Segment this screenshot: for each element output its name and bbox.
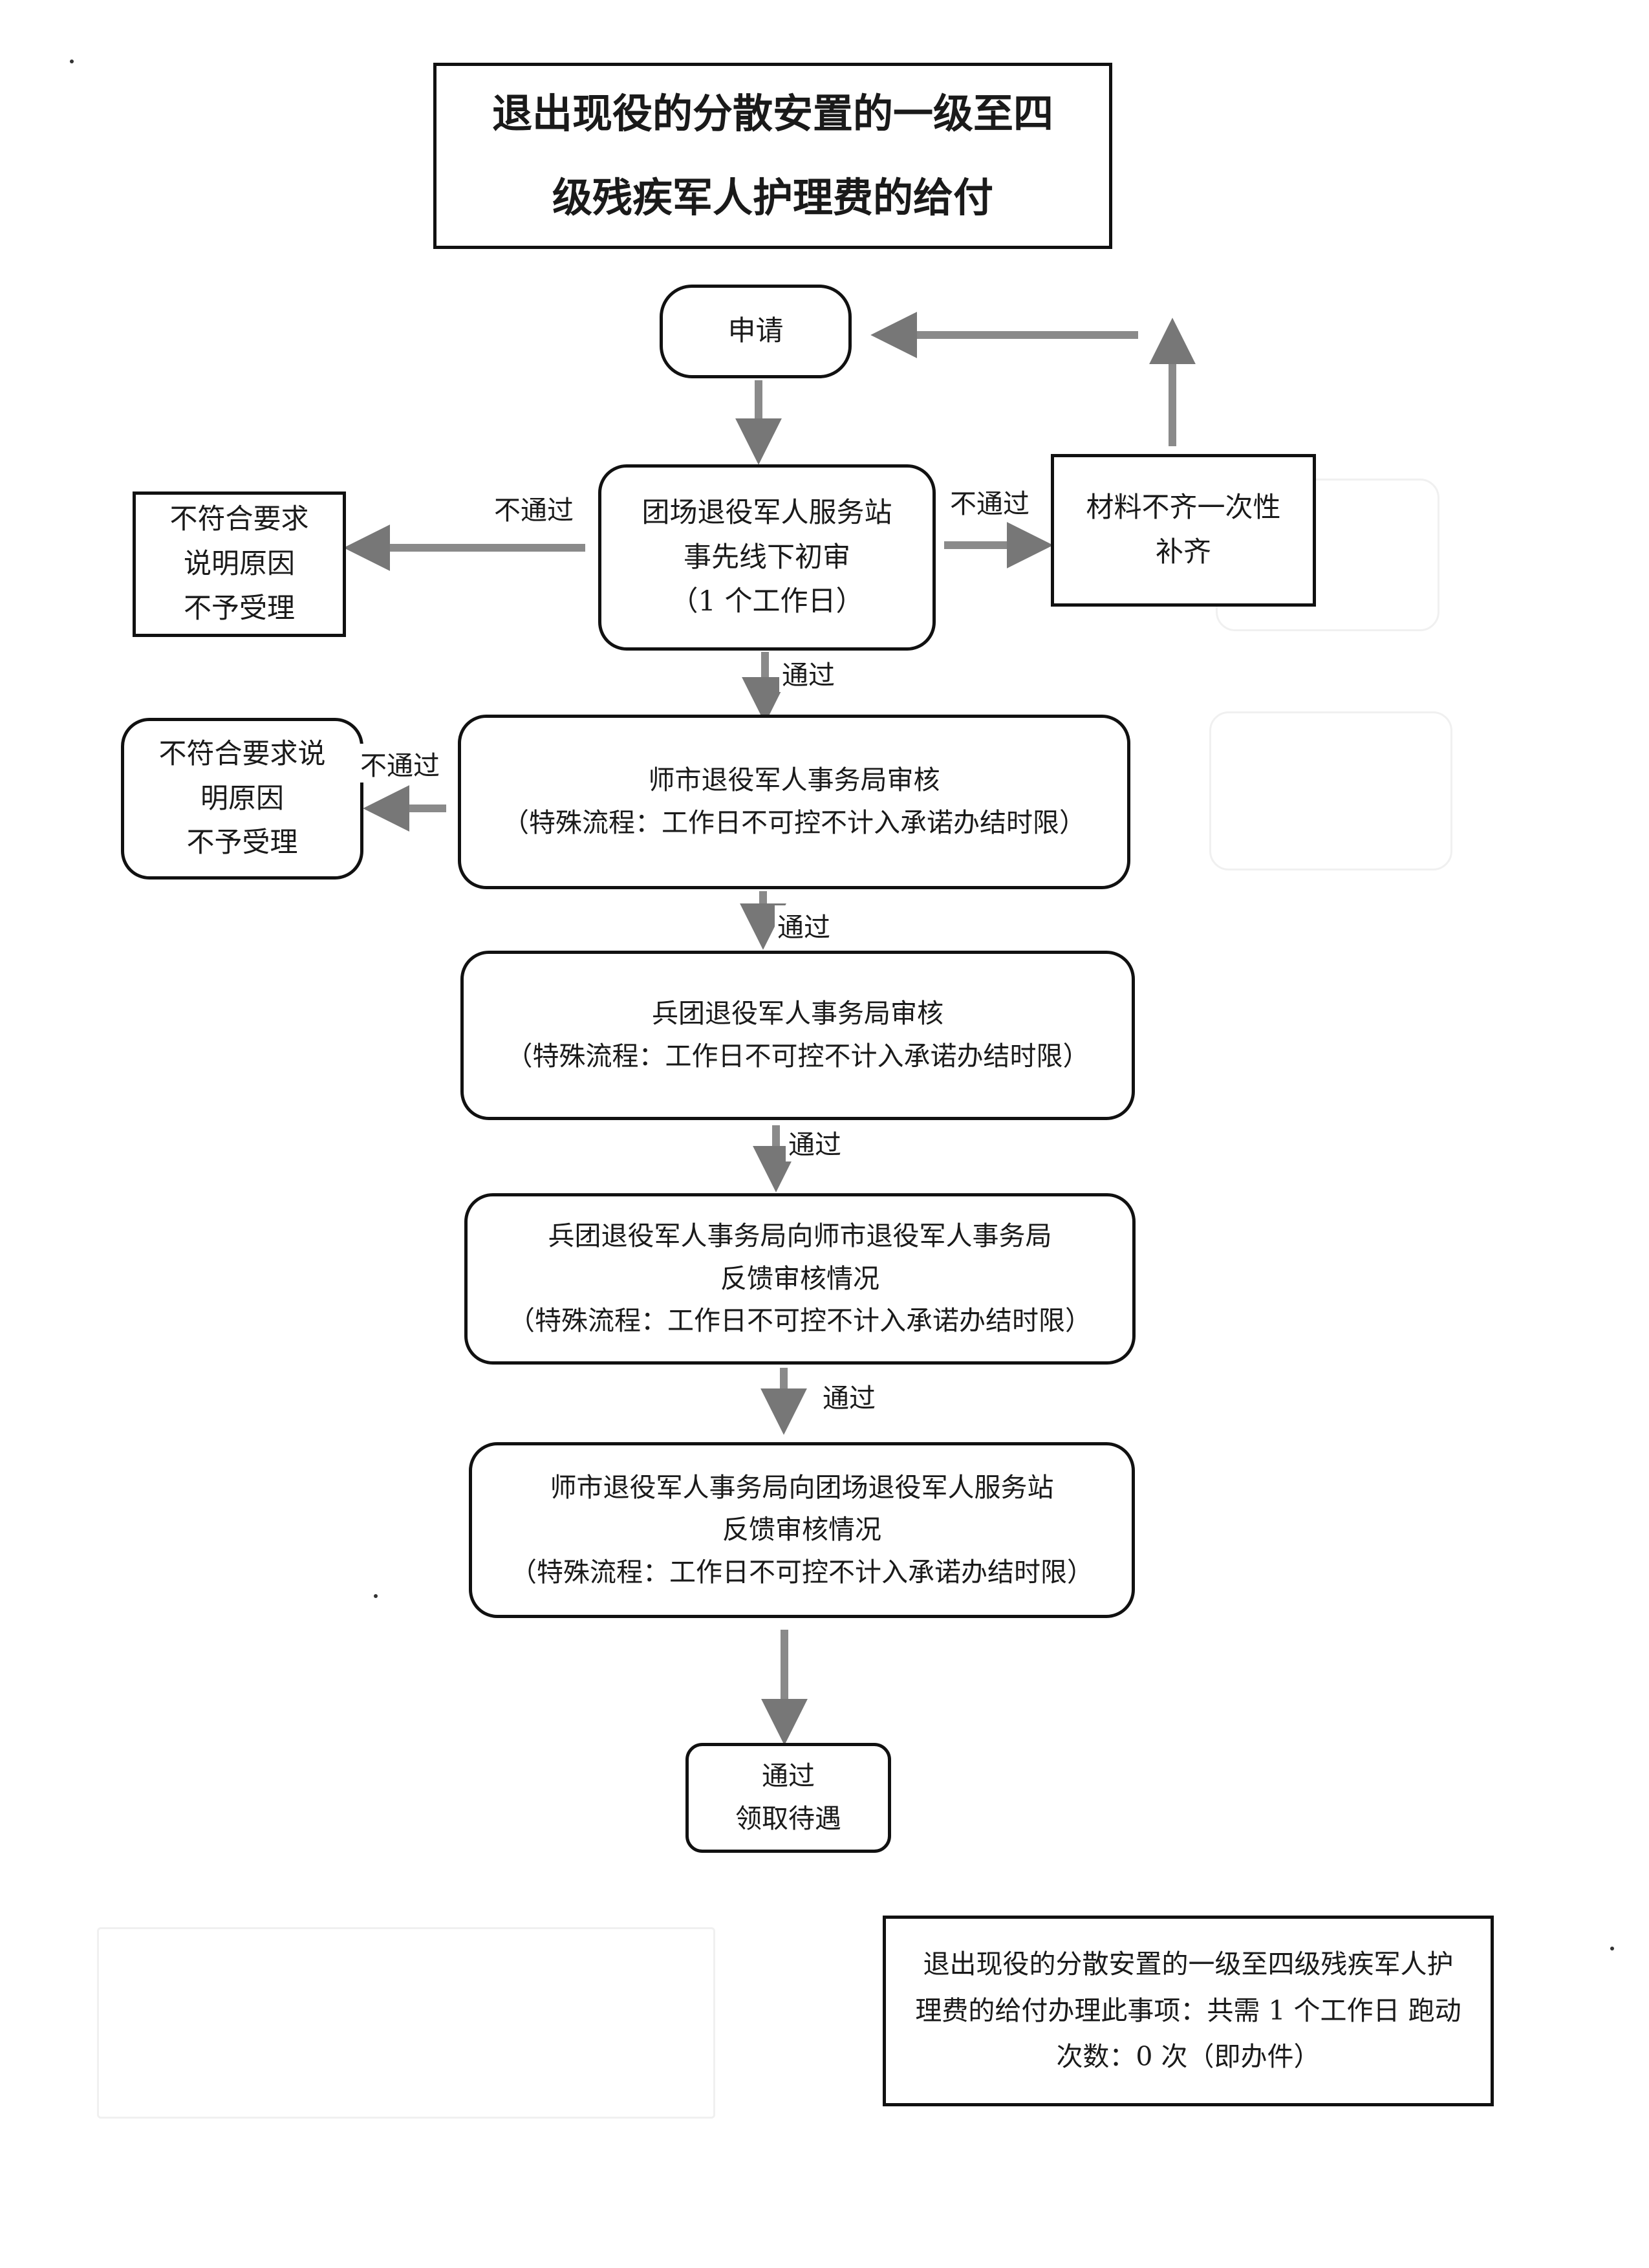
node-reject-2: 不符合要求说 明原因 不予受理 — [121, 718, 363, 880]
edge-label-fail-left-2: 不通过 — [358, 744, 442, 783]
node-division-review-line1: 师市退役军人事务局审核 — [648, 764, 940, 796]
node-division-feedback-line1: 师市退役军人事务局向团场退役军人服务站 — [550, 1471, 1054, 1503]
node-corps-feedback-line3: （特殊流程：工作日不可控不计入承诺办结时限） — [508, 1305, 1092, 1337]
edge-label-fail-left-1: 不通过 — [491, 488, 576, 527]
scan-speck — [70, 59, 74, 63]
node-corps-review-line1: 兵团退役军人事务局审核 — [652, 998, 943, 1030]
node-reject-1-line3: 不予受理 — [184, 592, 295, 625]
node-reject-1-line2: 说明原因 — [184, 548, 295, 581]
node-apply-label: 申请 — [727, 315, 784, 348]
bleed-through-shape — [97, 1927, 715, 2119]
node-receive-line1: 通过 — [762, 1760, 815, 1792]
edge-label-pass-1: 通过 — [779, 653, 837, 692]
node-corps-feedback: 兵团退役军人事务局向师市退役军人事务局 反馈审核情况 （特殊流程：工作日不可控不… — [464, 1193, 1136, 1365]
node-division-feedback: 师市退役军人事务局向团场退役军人服务站 反馈审核情况 （特殊流程：工作日不可控不… — [469, 1442, 1135, 1618]
node-reject-2-line3: 不予受理 — [186, 826, 298, 859]
node-corps-feedback-line2: 反馈审核情况 — [720, 1262, 879, 1294]
edge-label-fail-right-1: 不通过 — [947, 482, 1032, 521]
node-reject-2-line2: 明原因 — [200, 782, 284, 815]
edge-label-pass-3: 通过 — [786, 1123, 844, 1161]
summary-note: 退出现役的分散安置的一级至四级残疾军人护 理费的给付办理此事项：共需 1 个工作… — [883, 1916, 1494, 2106]
title-line-2: 级残疾军人护理费的给付 — [552, 174, 993, 221]
summary-note-line1: 退出现役的分散安置的一级至四级残疾军人护 — [923, 1948, 1454, 1980]
bleed-through-shape — [1209, 711, 1452, 870]
node-regiment-review-line1: 团场退役军人服务站 — [641, 496, 892, 529]
node-receive-line2: 领取待遇 — [735, 1803, 841, 1834]
node-division-review: 师市退役军人事务局审核 （特殊流程：工作日不可控不计入承诺办结时限） — [458, 715, 1130, 889]
summary-note-line2: 理费的给付办理此事项：共需 1 个工作日 跑动 — [915, 1994, 1461, 2026]
node-corps-review-line2: （特殊流程：工作日不可控不计入承诺办结时限） — [506, 1041, 1090, 1072]
node-regiment-review-line3: （1 个工作日） — [670, 585, 864, 618]
node-regiment-review-line2: 事先线下初审 — [684, 541, 850, 574]
node-division-feedback-line2: 反馈审核情况 — [722, 1514, 881, 1546]
node-materials-line2: 补齐 — [1156, 536, 1211, 568]
node-division-feedback-line3: （特殊流程：工作日不可控不计入承诺办结时限） — [510, 1556, 1094, 1588]
scan-speck — [374, 1594, 378, 1598]
node-materials-line1: 材料不齐一次性 — [1086, 491, 1281, 524]
node-reject-1: 不符合要求 说明原因 不予受理 — [133, 491, 346, 637]
title-line-1: 退出现役的分散安置的一级至四 — [491, 89, 1053, 137]
node-corps-feedback-line1: 兵团退役军人事务局向师市退役军人事务局 — [548, 1220, 1052, 1252]
edge-label-pass-4: 通过 — [820, 1376, 878, 1415]
page-title: 退出现役的分散安置的一级至四 级残疾军人护理费的给付 — [433, 63, 1112, 249]
edge-label-pass-2: 通过 — [775, 905, 833, 944]
node-regiment-review: 团场退役军人服务站 事先线下初审 （1 个工作日） — [598, 464, 936, 651]
node-receive: 通过 领取待遇 — [685, 1743, 891, 1853]
scan-speck — [1610, 1947, 1614, 1950]
node-materials: 材料不齐一次性 补齐 — [1051, 454, 1316, 607]
node-corps-review: 兵团退役军人事务局审核 （特殊流程：工作日不可控不计入承诺办结时限） — [460, 951, 1135, 1120]
summary-note-line3: 次数：0 次（即办件） — [1056, 2041, 1320, 2073]
node-apply: 申请 — [660, 285, 852, 378]
node-division-review-line2: （特殊流程：工作日不可控不计入承诺办结时限） — [502, 807, 1086, 838]
node-reject-1-line1: 不符合要求 — [169, 503, 309, 536]
node-reject-2-line1: 不符合要求说 — [158, 737, 326, 770]
